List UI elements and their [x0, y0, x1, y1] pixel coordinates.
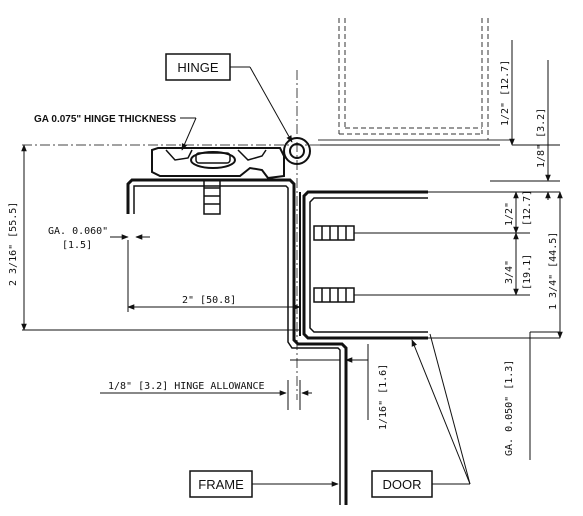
hinge-body — [151, 147, 285, 180]
door-screw-lower — [313, 287, 355, 303]
hinge-allowance-label: 1/8" [3.2] HINGE ALLOWANCE — [108, 381, 265, 392]
frame-gauge-mm-label: [1.5] — [62, 240, 92, 251]
frame-profile-inner — [133, 185, 341, 505]
dimension-lines — [21, 40, 563, 460]
hinge-label: HINGE — [177, 60, 219, 75]
hinge-knuckle — [283, 137, 311, 165]
door-callout: DOOR — [371, 470, 433, 498]
door-profile-inner — [309, 197, 428, 333]
door-thickness-label: 1 3/4" [44.5] — [548, 232, 559, 310]
frame-label: FRAME — [198, 477, 244, 492]
frame-screw — [203, 179, 221, 215]
top-eighth-label: 1/8" [3.2] — [536, 108, 547, 168]
three-quarter-mm-label: [19.1] — [522, 254, 533, 290]
upper-door-outline — [318, 18, 512, 141]
hinge-thickness-label: GA 0.075" HINGE THICKNESS — [34, 114, 177, 125]
overall-height-label: 2 3/16" [55.5] — [8, 202, 19, 286]
gap-sixteenth-label: 1/16" [1.6] — [378, 364, 389, 430]
half-inch-label: 1/2" — [504, 202, 515, 226]
frame-gauge-label: GA. 0.060" — [48, 226, 108, 237]
frame-width-label: 2" [50.8] — [182, 295, 236, 306]
three-quarter-label: 3/4" — [504, 260, 515, 284]
door-label: DOOR — [383, 477, 422, 492]
frame-callout: FRAME — [189, 470, 253, 498]
hinge-callout: HINGE — [165, 53, 231, 81]
callout-leaders — [180, 66, 471, 487]
door-profile — [302, 190, 428, 340]
half-inch-mm-label: [12.7] — [522, 190, 533, 226]
door-screw-upper — [313, 225, 355, 241]
top-half-inch-label: 1/2" [12.7] — [500, 60, 511, 126]
frame-profile — [126, 178, 348, 505]
door-gauge-label: GA. 0.050" [1.3] — [504, 360, 515, 456]
